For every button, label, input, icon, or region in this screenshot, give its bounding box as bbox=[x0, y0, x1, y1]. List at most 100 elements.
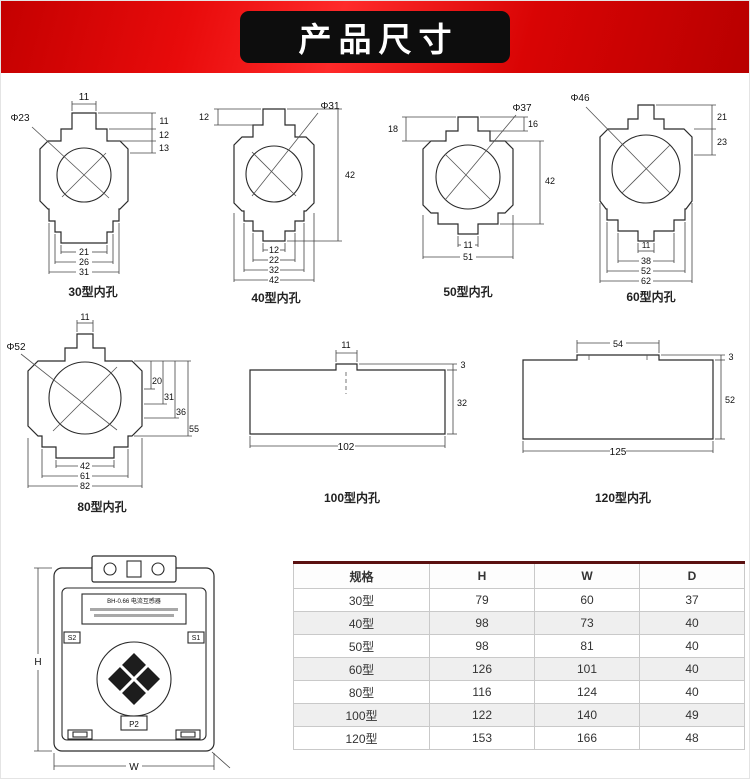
shape-outline bbox=[20, 333, 143, 459]
table-row: 60型 126 101 40 bbox=[293, 657, 745, 681]
banner: 产品尺寸 bbox=[1, 1, 749, 73]
dim-label: 11 bbox=[78, 92, 89, 103]
dim-label-phi: Φ23 bbox=[10, 113, 30, 124]
terminal-label-s2: S2 bbox=[68, 635, 77, 642]
dim-label: 32 bbox=[456, 398, 466, 408]
table-cell: 100型 bbox=[293, 703, 430, 727]
dim-label: 51 bbox=[462, 252, 472, 262]
table-header-cell: H bbox=[429, 562, 535, 589]
table-row: 120型 153 166 48 bbox=[293, 726, 745, 750]
dim-label: 21 bbox=[716, 112, 726, 122]
diagram-cell-120: 54 3 52 125 120型内孔 bbox=[509, 306, 737, 506]
diagram-label-100: 100型内孔 bbox=[323, 491, 381, 505]
diagram-label-50: 50型内孔 bbox=[443, 285, 493, 299]
table-row: 80型 116 124 40 bbox=[293, 680, 745, 704]
diagram-40-drawing: Φ31 12 42 12 22 32 42 bbox=[198, 101, 354, 285]
table-cell: 49 bbox=[639, 703, 745, 727]
diagram-30-drawing: 11 Φ23 11 12 13 21 26 31 bbox=[10, 92, 169, 277]
table-cell: 124 bbox=[534, 680, 640, 704]
table-cell: 140 bbox=[534, 703, 640, 727]
diagram-cell-40: Φ31 12 42 12 22 32 42 40型内孔 bbox=[181, 87, 371, 306]
dim-label: 55 bbox=[188, 424, 198, 434]
dim-label: 3 bbox=[460, 360, 465, 370]
shape-outline bbox=[53, 555, 215, 752]
dim-label: 102 bbox=[337, 442, 354, 453]
page-title: 产品尺寸 bbox=[298, 21, 459, 58]
diagram-60-drawing: Φ46 21 23 11 38 52 62 bbox=[570, 93, 727, 286]
diagram-cell-80: 11 Φ52 20 31 36 55 42 61 82 80型内孔 bbox=[3, 306, 201, 515]
diagram-100-drawing: 11 3 32 102 bbox=[248, 340, 467, 453]
table-cell: 98 bbox=[429, 611, 535, 635]
diagram-cell-60: Φ46 21 23 11 38 52 62 60型内孔 bbox=[561, 81, 741, 305]
dimension-lines bbox=[213, 108, 342, 282]
dim-label: 21 bbox=[78, 247, 88, 257]
table-header-cell: D bbox=[639, 562, 745, 589]
table-header-cell: 规格 bbox=[293, 562, 430, 589]
diagram-cell-30: 11 Φ23 11 12 13 21 26 31 30型内孔 bbox=[3, 91, 183, 300]
dim-label: 36 bbox=[175, 407, 185, 417]
table-header-cell: W bbox=[534, 562, 640, 589]
dim-label: 125 bbox=[609, 447, 626, 458]
dim-label: 13 bbox=[158, 143, 168, 153]
dimension-lines bbox=[34, 567, 231, 770]
dim-label: 11 bbox=[80, 312, 89, 322]
dim-label: 11 bbox=[341, 340, 350, 350]
table-cell: 98 bbox=[429, 634, 535, 658]
diagram-cell-100: 11 3 32 102 100型内孔 bbox=[233, 306, 471, 506]
dim-label-phi: Φ31 bbox=[320, 101, 340, 112]
diagram-50-drawing: Φ37 18 16 42 11 51 bbox=[387, 103, 554, 262]
shape-outline bbox=[421, 114, 516, 235]
dimension-lines bbox=[401, 116, 544, 259]
dim-label: 11 bbox=[641, 241, 650, 250]
dimension-lines bbox=[48, 101, 156, 274]
table-cell: 126 bbox=[429, 657, 535, 681]
dim-label: 61 bbox=[79, 471, 89, 481]
table-cell: 166 bbox=[534, 726, 640, 750]
dim-label: 38 bbox=[640, 256, 650, 266]
diagram-label-80: 80型内孔 bbox=[77, 500, 127, 514]
diagram-label-30: 30型内孔 bbox=[68, 285, 118, 299]
dim-label: 23 bbox=[716, 137, 726, 147]
dimension-lines bbox=[27, 320, 192, 488]
table-cell: 50型 bbox=[293, 634, 430, 658]
dim-label: 11 bbox=[159, 116, 168, 126]
table-cell: 79 bbox=[429, 588, 535, 612]
dim-label: 52 bbox=[724, 395, 734, 405]
dim-label: 42 bbox=[344, 170, 354, 180]
dim-label: 62 bbox=[640, 276, 650, 286]
dim-label: 54 bbox=[612, 339, 622, 349]
shape-outline bbox=[232, 108, 318, 242]
nameplate-text: BH-0.66 电流互感器 bbox=[107, 597, 161, 605]
table-row: 100型 122 140 49 bbox=[293, 703, 745, 727]
table-cell: 81 bbox=[534, 634, 640, 658]
shape-outline bbox=[585, 104, 693, 242]
dimension-lines bbox=[522, 340, 725, 453]
dim-label-phi: Φ37 bbox=[512, 103, 532, 114]
table-cell: 153 bbox=[429, 726, 535, 750]
table-cell: 30型 bbox=[293, 588, 430, 612]
table-row: 40型 98 73 40 bbox=[293, 611, 745, 635]
diagram-label-60: 60型内孔 bbox=[626, 290, 676, 304]
table-cell: 60型 bbox=[293, 657, 430, 681]
dimension-lines bbox=[249, 350, 457, 448]
dim-label: 31 bbox=[163, 392, 173, 402]
dim-label-phi: Φ46 bbox=[570, 93, 590, 104]
spec-table-header-row: 规格 H W D bbox=[293, 562, 745, 589]
dim-label: 16 bbox=[527, 119, 537, 129]
diagram-80-drawing: 11 Φ52 20 31 36 55 42 61 82 bbox=[6, 312, 199, 491]
dim-label: 3 bbox=[728, 352, 733, 362]
table-cell: 40型 bbox=[293, 611, 430, 635]
dim-label: 12 bbox=[268, 245, 278, 255]
table-cell: 122 bbox=[429, 703, 535, 727]
dim-label: 52 bbox=[640, 266, 650, 276]
table-cell: 48 bbox=[639, 726, 745, 750]
terminal-label-p2: P2 bbox=[129, 720, 139, 729]
dim-label: 12 bbox=[158, 130, 168, 140]
table-cell: 60 bbox=[534, 588, 640, 612]
table-cell: 73 bbox=[534, 611, 640, 635]
dim-label: 32 bbox=[268, 265, 278, 275]
table-row: 50型 98 81 40 bbox=[293, 634, 745, 658]
dim-label: 42 bbox=[544, 176, 554, 186]
diagram-label-40: 40型内孔 bbox=[251, 291, 301, 305]
product-drawing: BH-0.66 电流互感器 S2 S1 P2 H W bbox=[34, 555, 231, 773]
